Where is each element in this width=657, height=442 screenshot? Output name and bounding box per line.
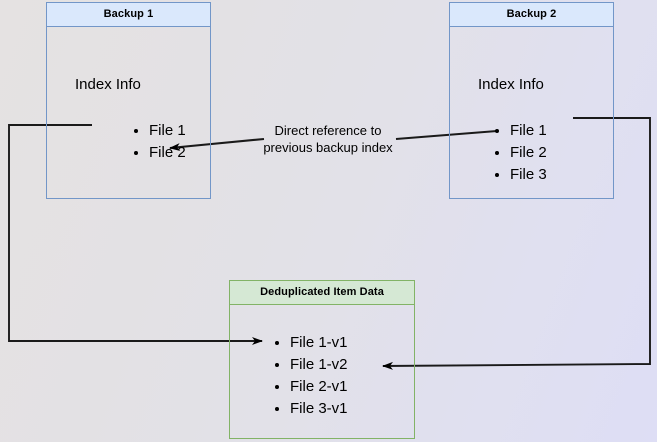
backup-2-index-label: Index Info bbox=[478, 76, 544, 93]
backup-2-box: Backup 2 Index Info File 1 File 2 File 3 bbox=[449, 2, 614, 199]
note-line-1: Direct reference to bbox=[274, 123, 382, 138]
dedup-body: File 1-v1 File 1-v2 File 2-v1 File 3-v1 bbox=[230, 305, 414, 438]
list-item: File 2 bbox=[510, 142, 547, 164]
note-line-2: previous backup index bbox=[263, 140, 393, 155]
backup-1-header: Backup 1 bbox=[47, 3, 210, 27]
list-item: File 1 bbox=[510, 120, 547, 142]
list-item: File 1-v2 bbox=[290, 354, 348, 376]
direct-reference-note: Direct reference to previous backup inde… bbox=[248, 122, 408, 156]
list-item: File 1-v1 bbox=[290, 332, 348, 354]
list-item: File 2-v1 bbox=[290, 376, 348, 398]
backup-2-file-list: File 1 File 2 File 3 bbox=[492, 120, 547, 186]
list-item: File 1 bbox=[149, 120, 186, 142]
list-item: File 3 bbox=[510, 164, 547, 186]
deduplicated-item-data-box: Deduplicated Item Data File 1-v1 File 1-… bbox=[229, 280, 415, 439]
backup-1-body: Index Info File 1 File 2 bbox=[47, 27, 210, 198]
list-item: File 3-v1 bbox=[290, 398, 348, 420]
backup-2-header: Backup 2 bbox=[450, 3, 613, 27]
dedup-header: Deduplicated Item Data bbox=[230, 281, 414, 305]
backup-1-index-label: Index Info bbox=[75, 76, 141, 93]
backup-1-file-list: File 1 File 2 bbox=[131, 120, 186, 164]
list-item: File 2 bbox=[149, 142, 186, 164]
dedup-item-list: File 1-v1 File 1-v2 File 2-v1 File 3-v1 bbox=[272, 332, 348, 420]
backup-1-box: Backup 1 Index Info File 1 File 2 bbox=[46, 2, 211, 199]
backup-2-body: Index Info File 1 File 2 File 3 bbox=[450, 27, 613, 198]
